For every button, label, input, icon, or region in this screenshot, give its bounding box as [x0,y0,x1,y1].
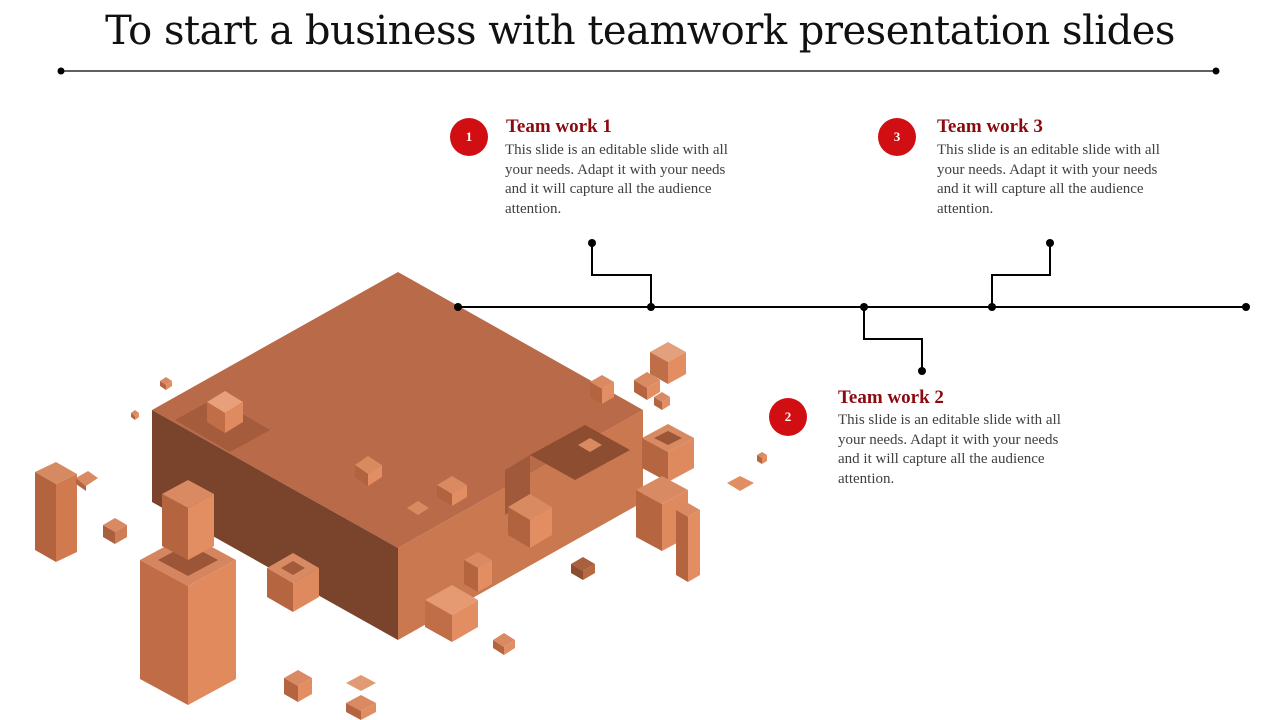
step-3-badge: 3 [878,118,916,156]
step-2-title: Team work 2 [838,387,944,408]
blocks-illustration [35,272,767,720]
step-2-text: This slide is an editable slide with all… [838,412,1061,487]
step-1-badge: 1 [450,118,488,156]
slide-title: To start a business with teamwork presen… [105,8,1175,54]
step-1-text: This slide is an editable slide with all… [505,142,728,217]
step-1-title: Team work 1 [506,116,612,137]
step-3-text: This slide is an editable slide with all… [937,142,1160,217]
step-3-title: Team work 3 [937,116,1043,137]
step-2-badge: 2 [769,398,807,436]
